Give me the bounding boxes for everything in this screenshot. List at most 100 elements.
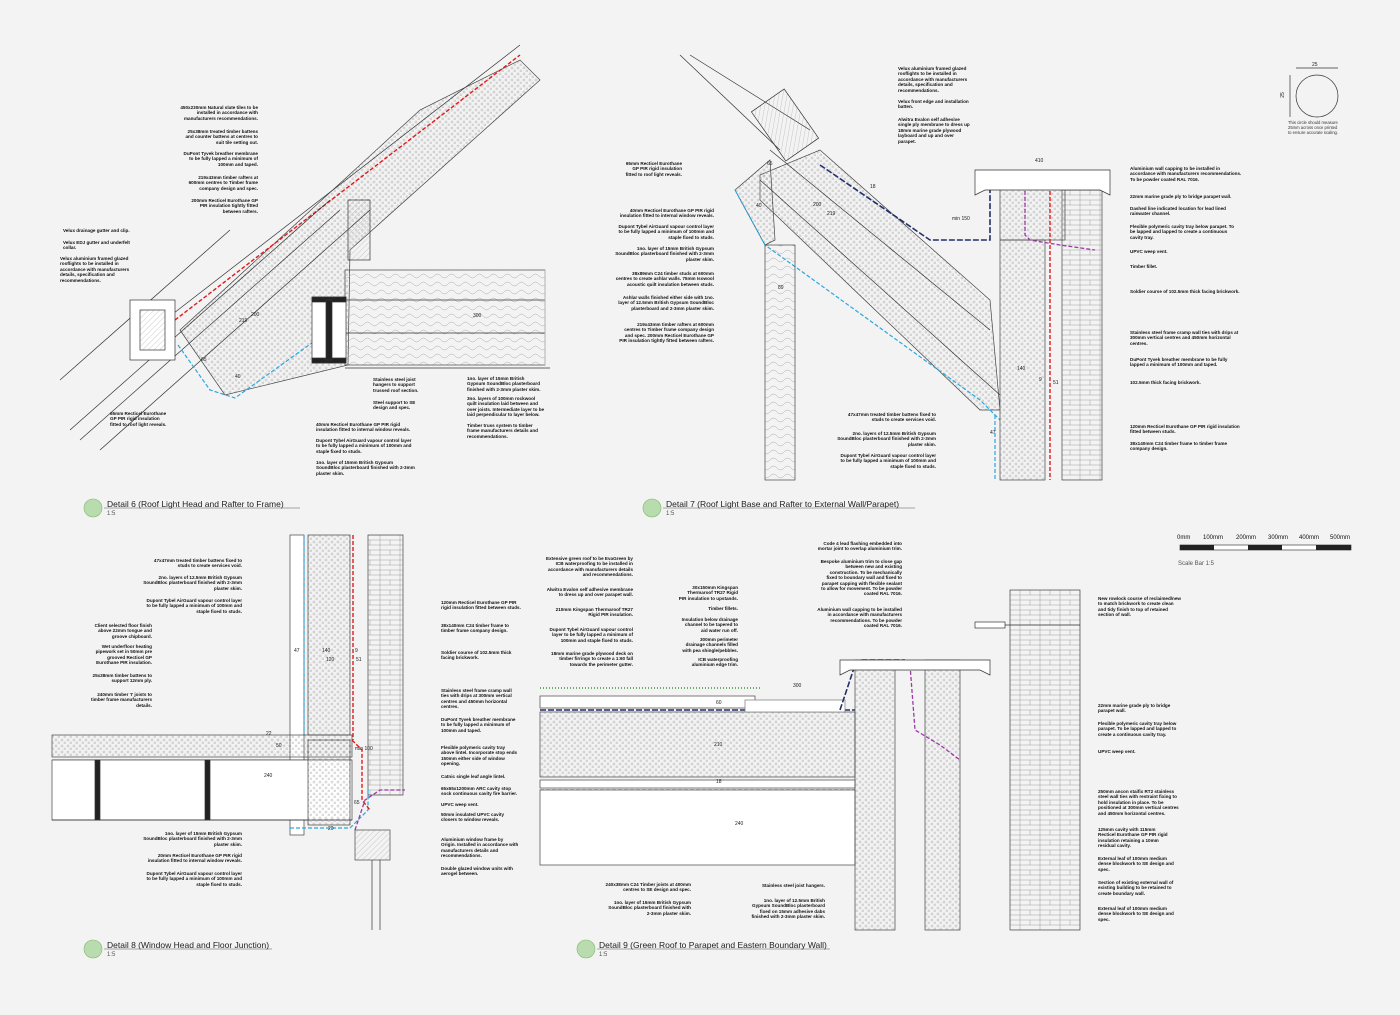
d9-note: Bespoke aluminium trim to close gap betw…: [820, 559, 902, 597]
d8-note: 50mm insulated UPVC cavity closers to wi…: [441, 812, 505, 823]
scale-bar-graphic: [1179, 544, 1352, 551]
d7-note: 2no. layers of 12.5mm British Gypsum Sou…: [837, 431, 936, 447]
d6-note: 219x43mm timber rafters at 600mm centres…: [188, 175, 258, 191]
d8-note: 20mm Recticel Eurothane GP PIR rigid ins…: [147, 853, 242, 864]
d9-note: Aluminium wall capping to be installed i…: [817, 607, 902, 629]
d7-note: Soldier course of 102.5mm thick facing b…: [1130, 289, 1240, 294]
d8-note: Dupont Tybel AirGuard vapour control lay…: [146, 871, 242, 887]
scale-bar-label: 0mm: [1177, 535, 1191, 541]
d7-dim: 47: [990, 430, 996, 436]
d8-note: Soldier course of 102.5mm thick facing b…: [441, 650, 512, 661]
d8-dim: 20: [328, 826, 334, 832]
d7-dim: 65: [767, 161, 773, 167]
d7-note: UPVC weep vent.: [1130, 249, 1168, 254]
scale-bar-caption: Scale Bar 1:5: [1178, 561, 1215, 567]
d8-note: 240mm timber 'I' joists to timber frame …: [90, 692, 152, 708]
d6-note: Stainless steel joist hangers to support…: [373, 377, 419, 393]
d7-note: 1no. layer of 15mm British Gypsum SoundB…: [615, 246, 714, 262]
detail-7-scale: 1:5: [666, 511, 675, 517]
d6-note: Velux aluminium framed glazed rooflights…: [60, 256, 130, 283]
d8-dim: min 100: [355, 746, 373, 752]
d9-note: Flexible polymeric cavity tray below par…: [1098, 721, 1177, 737]
d9-dim: 300: [793, 683, 802, 689]
d8-dim: 51: [356, 657, 362, 663]
d6-note: 1no. layer of 15mm British Gypsum SoundB…: [467, 376, 541, 392]
d7-dim: 410: [1035, 158, 1044, 164]
d6-note: 1no. layer of 15mm British Gypsum SoundB…: [316, 460, 415, 476]
d7-note: Ashlar walls finished either side with 1…: [618, 295, 714, 311]
d8-note: Dupont Tybel AirGuard vapour control lay…: [146, 598, 242, 614]
d9-note: UPVC weep vent.: [1098, 749, 1136, 754]
d9-note: 18mm marine grade plywood deck on timber…: [551, 651, 633, 667]
detail-9-drawing: [539, 589, 1081, 931]
d9-dim: 240: [735, 821, 744, 827]
d8-note: Client selected floor finish above 22mm …: [94, 623, 152, 639]
d6-dim: 300: [473, 313, 482, 319]
d7-dim: 51: [1053, 380, 1059, 386]
d9-note: 1no. layer of 12.5mm British Gypsum Soun…: [751, 898, 825, 920]
d8-dim: 140: [322, 648, 331, 654]
d8-note: Wet underfloor heating pipework set in 5…: [95, 644, 152, 666]
detail-6-scale: 1:5: [107, 511, 116, 517]
d7-note: Timber fillet.: [1130, 264, 1158, 269]
d8-note: 120mm Recticel Eurothane GP PIR rigid in…: [441, 600, 521, 611]
d6-dim: 65: [201, 357, 207, 363]
d6-note: Steel support to SE design and spec.: [373, 400, 416, 411]
d6-note: 25x38mm treated timber battens and count…: [185, 129, 259, 145]
d7-note: Velux front edge and installation batten…: [898, 99, 969, 110]
detail-7-title: Detail 7 (Roof Light Base and Rafter to …: [666, 499, 900, 509]
d8-note: 38x140mm C24 timber frame to timber fram…: [441, 623, 509, 634]
detail-6-drawing: [59, 44, 550, 451]
d7-note: Stainless steel frame cramp wall ties wi…: [1130, 330, 1239, 346]
d9-note: Section of existing external wall of exi…: [1098, 880, 1174, 896]
d8-dim: 47: [294, 648, 300, 654]
detail-8-title: Detail 8 (Window Head and Floor Junction…: [107, 940, 270, 950]
d6-note: Velux drainage gutter and clip.: [63, 228, 130, 233]
d6-note: Timber truss system to timber frame manu…: [467, 423, 538, 439]
d8-note: DuPont Tyvek breather membrane to be ful…: [441, 717, 516, 733]
d9-note: ICB waterproofing aluminium edge trim.: [691, 657, 738, 668]
detail-6-marker-icon: [83, 498, 103, 518]
d7-note: 38x140mm C24 timber frame to timber fram…: [1130, 441, 1228, 452]
d7-note: 102.5mm thick facing brickwork.: [1130, 380, 1201, 385]
d9-note: Insulation below drainage channel to be …: [681, 617, 738, 633]
d8-note: Catnic single leaf angle lintel.: [441, 774, 506, 779]
d9-dim: 210: [714, 742, 723, 748]
d6-note: Velux EDJ gutter and underfelt collar.: [63, 240, 130, 251]
d7-note: 22mm marine grade ply to bridge parapet …: [1130, 194, 1232, 199]
detail-8-marker-icon: [83, 939, 103, 959]
d6-note: 200mm Recticel Eurothane GP PIR insulati…: [191, 198, 258, 214]
detail-8-scale: 1:5: [107, 952, 116, 958]
d7-note: Alwitra Evalon self adhesive single ply …: [898, 117, 970, 144]
d8-note: Stainless steel frame cramp wall ties wi…: [441, 688, 512, 710]
detail-9-marker-icon: [576, 939, 596, 959]
d9-note: 125mm cavity with 115mm Recticel Eurotha…: [1098, 827, 1168, 849]
d9-note: External leaf of 100mm medium dense bloc…: [1098, 906, 1174, 922]
scale-bar-label: 200mm: [1236, 535, 1257, 541]
d7-note: Flexible polymeric cavity tray below par…: [1130, 224, 1235, 240]
d7-note: Dupont Tybel AirGuard vapour control lay…: [840, 453, 936, 469]
calibration-dim-vertical: 25: [1279, 92, 1286, 98]
d9-note: 250mm ancon staifix RT2 stainless steel …: [1098, 789, 1179, 816]
d7-note: Dupont Tybel AirGuard vapour control lay…: [618, 224, 714, 240]
d8-note: 1no. layer of 15mm British Gypsum SoundB…: [143, 831, 242, 847]
d9-dim: 18: [716, 779, 722, 785]
d8-dim: 120: [326, 657, 335, 663]
d6-note: DuPont Tyvek breather membrane to be ful…: [183, 151, 258, 167]
d8-dim: 22: [266, 731, 272, 737]
detail-7-drawing: [679, 54, 1111, 481]
d9-note: 30x150mm Kingspan Thermaroof TR27 Rigid …: [678, 585, 738, 601]
scale-bar-label: 400mm: [1299, 535, 1320, 541]
d7-dim: 18: [870, 184, 876, 190]
d8-note: Aluminium window frame by Origin. Instal…: [441, 837, 519, 859]
d6-note: 3no. layers of 100mm rockwool quilt insu…: [467, 396, 545, 418]
scale-bar-label: 300mm: [1268, 535, 1289, 541]
d7-dim: 40: [756, 203, 762, 209]
calibration-note: This circle should measure 25mm across o…: [1288, 120, 1339, 135]
d8-note: Double glazed window units with aerogel …: [441, 866, 513, 877]
d6-note: 450x230mm Natural slate tiles to be inst…: [180, 105, 258, 121]
d9-note: Stainless steel joist hangers.: [761, 883, 825, 888]
d8-note: 25x38mm timber battens to support 12mm p…: [92, 673, 152, 684]
d7-dim: 9: [1039, 377, 1042, 383]
